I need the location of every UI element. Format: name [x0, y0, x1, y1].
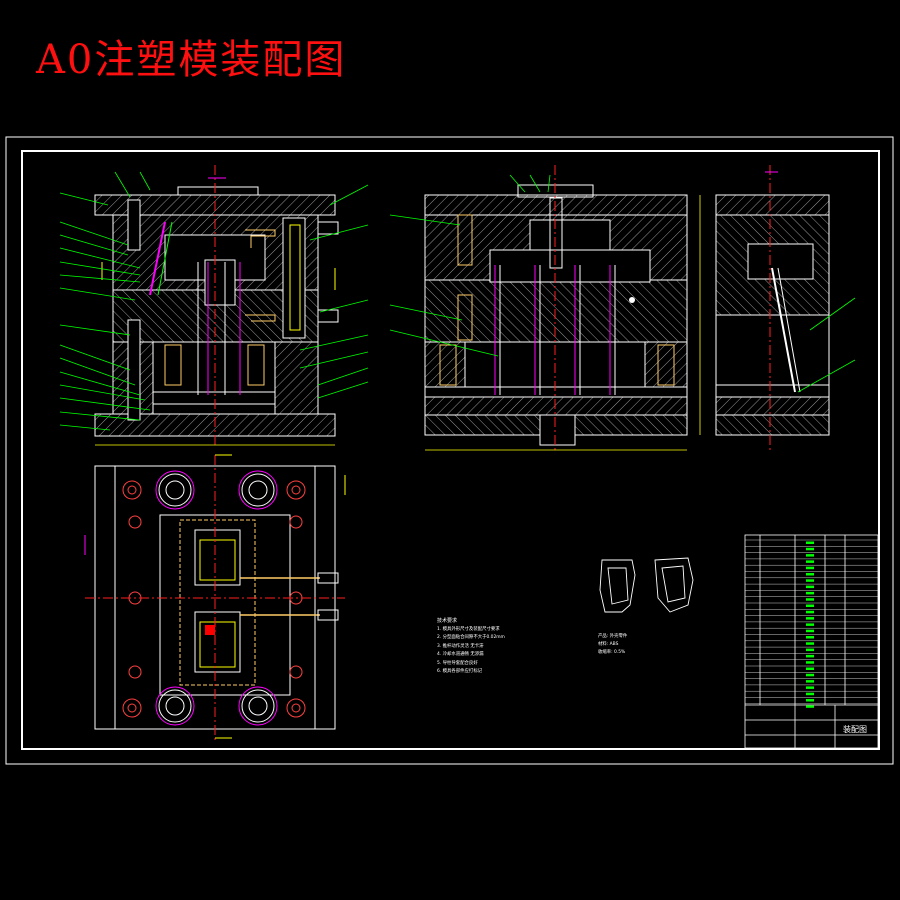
bom-rows [745, 539, 878, 708]
bom-material-mark [806, 699, 814, 702]
tech-requirements-heading: 技术要求 [437, 618, 458, 624]
title-block-name: 装配图 [843, 725, 867, 734]
bom-material-mark [806, 541, 814, 544]
side-section-view [424, 165, 701, 451]
bom-material-mark [806, 560, 814, 563]
bom-material-mark [806, 598, 814, 601]
bom-material-mark [806, 573, 814, 576]
part-info-line: 材料: ABS [598, 642, 619, 647]
bom-material-mark [806, 667, 814, 670]
tech-requirement-line: 1. 模具外形尺寸及装配尺寸要求 [437, 626, 500, 632]
bom-material-mark [806, 686, 814, 689]
tech-requirement-line: 3. 推杆动作灵活 无卡滞 [437, 643, 484, 649]
front-leader-lines [59, 171, 369, 431]
bom-material-mark [806, 547, 814, 551]
product-part-sketches [599, 557, 694, 613]
bom-material-mark [806, 680, 814, 683]
tech-requirements: 技术要求 1. 模具外形尺寸及装配尺寸要求 2. 分型面贴合间隙不大于0.02m… [437, 617, 587, 677]
bom-table [744, 534, 879, 749]
side-leader-lines [389, 174, 551, 357]
bom-material-mark [806, 654, 814, 658]
bom-material-mark [806, 610, 814, 614]
plan-view [84, 454, 346, 740]
front-section-view [94, 165, 339, 446]
tech-requirement-line: 5. 导柱导套配合良好 [437, 660, 478, 666]
tech-requirement-line: 2. 分型面贴合间隙不大于0.02mm [437, 635, 505, 640]
section-detail-view [715, 165, 856, 450]
bom-material-mark [806, 566, 814, 570]
sheet-outer-frame [5, 136, 894, 765]
drawing-title: A0注塑模装配图 [36, 37, 347, 83]
bom-material-mark [806, 673, 814, 677]
bom-material-mark [806, 623, 814, 626]
bom-material-mark [806, 585, 814, 589]
part-info-line: 产品: 外壳零件 [598, 634, 628, 639]
bom-material-mark [806, 617, 814, 620]
bom-material-mark [806, 692, 814, 696]
bom-material-mark [806, 554, 814, 557]
bom-material-mark [806, 661, 814, 664]
bom-material-mark [806, 642, 814, 645]
bom-material-mark [806, 648, 814, 652]
bom-material-mark [806, 705, 814, 708]
bom-material-mark [806, 636, 814, 639]
part-info-line: 收缩率: 0.5% [598, 650, 626, 655]
tech-requirement-line: 4. 冷却水道通畅 无渗漏 [437, 652, 484, 657]
part-info: 产品: 外壳零件 材料: ABS 收缩率: 0.5% [598, 633, 688, 657]
bom-material-mark [806, 629, 814, 633]
bom-material-mark [806, 591, 814, 595]
bom-material-mark [806, 579, 814, 582]
bom-material-mark [806, 604, 814, 607]
sheet-inner-frame [21, 150, 880, 750]
tech-requirement-line: 6. 模具各部件应打标记 [437, 669, 483, 674]
